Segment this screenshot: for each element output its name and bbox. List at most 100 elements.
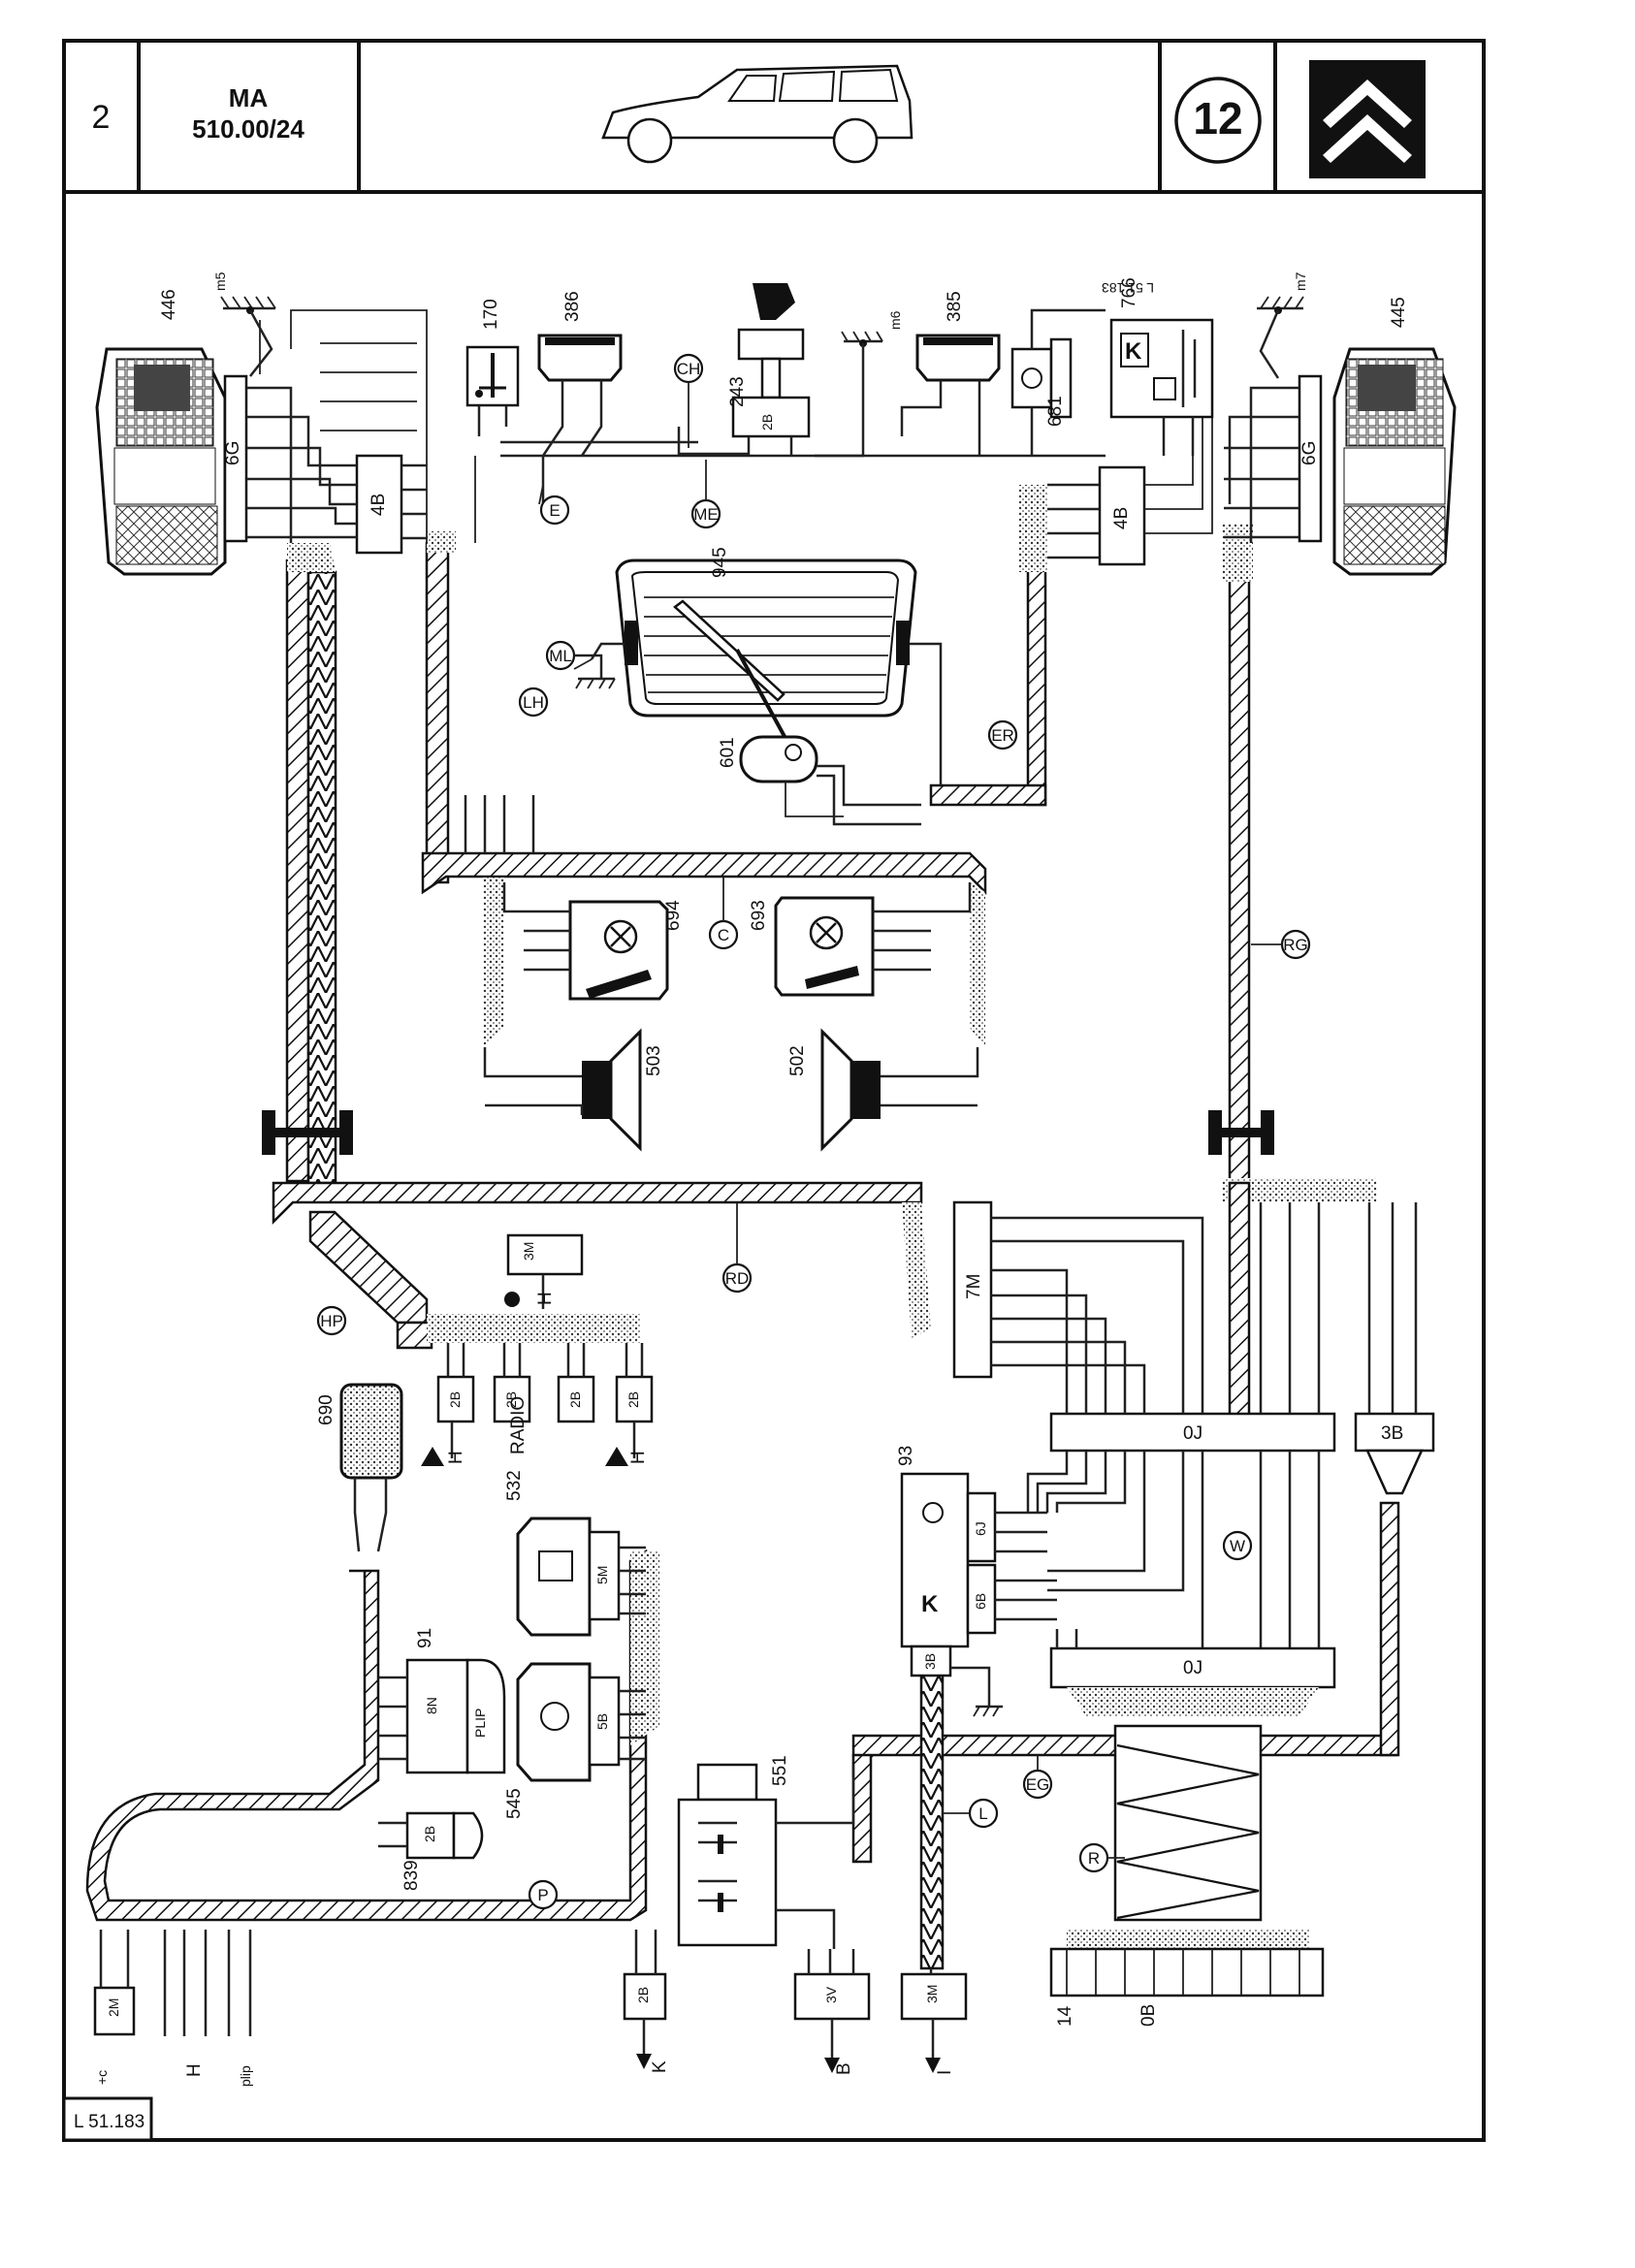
label-386: 386 — [562, 291, 583, 322]
arrow-h-left-label: H — [446, 1451, 466, 1464]
harness-label-rd: RD — [721, 1202, 753, 1294]
harness-label-p-text: P — [537, 1886, 548, 1904]
connector-6g-left-label: 6G — [223, 441, 243, 465]
connector-5b-label: 5B — [594, 1713, 610, 1730]
harness-label-w-text: W — [1230, 1537, 1245, 1555]
connector-2b-d-label: 2B — [625, 1391, 641, 1408]
bottom-connector-2b-k: 2B K — [623, 1930, 670, 2073]
arrow-b-label: B — [834, 2062, 854, 2075]
label-545: 545 — [504, 1788, 525, 1819]
drawing-ref-text: L 51.183 — [74, 2112, 144, 2132]
right-lamp-wires — [1047, 386, 1299, 559]
component-545: 5B — [516, 1662, 646, 1782]
relay-ref-label: L 51.183 — [1102, 280, 1154, 296]
label-693: 693 — [749, 900, 769, 931]
wiper-wires — [573, 642, 943, 785]
label-681: 681 — [1045, 396, 1066, 427]
top-trunk-wires — [474, 440, 1106, 543]
connector-3v-label: 3V — [823, 1986, 839, 2003]
svg-text:K: K — [921, 1591, 939, 1617]
connector-6b-label: 6B — [973, 1593, 988, 1610]
ground-m7-label: m7 — [1293, 272, 1308, 291]
harness-label-lh-text: LH — [523, 693, 544, 712]
component-532: 5M — [516, 1517, 646, 1637]
drawing-ref-box: L 51.183 — [62, 2096, 153, 2142]
left-lamp-wires — [246, 309, 428, 543]
label-551: 551 — [770, 1755, 790, 1786]
branch-wires-left-center — [464, 795, 535, 853]
section-number: 12 — [1193, 93, 1242, 144]
label-446: 446 — [159, 289, 179, 320]
page-frame — [62, 39, 1486, 2142]
label-170: 170 — [481, 299, 501, 330]
estate-car-icon — [601, 64, 914, 164]
ground-m5-icon — [220, 296, 276, 377]
loom-c — [421, 851, 987, 1047]
lamp-694 — [502, 882, 669, 1001]
harness-label-r: R — [1078, 1842, 1125, 1873]
loom-r-coil — [1067, 1724, 1309, 1949]
component-91-plip: 8N PLIP — [378, 1658, 506, 1774]
rear-lamp-right — [1332, 347, 1457, 576]
model-code: MA — [229, 83, 269, 112]
connector-4b-right-label: 4B — [1111, 507, 1132, 529]
harness-label-me: ME — [690, 460, 721, 529]
ground-module-icon — [950, 1666, 1003, 1717]
label-243: 243 — [727, 376, 748, 407]
harness-label-eg: EG — [1022, 1755, 1053, 1800]
connector-0j-top: 0J — [1049, 1202, 1336, 1453]
connector-2b-b-label: 2B — [503, 1391, 519, 1408]
arrow-h-right-label: H — [628, 1451, 649, 1464]
connector-7m-label: 7M — [964, 1274, 984, 1299]
harness-label-c: C — [708, 877, 739, 950]
component-243-key-switch — [677, 283, 811, 456]
plip-wire-label: plip — [238, 2065, 253, 2087]
loom-right-lower — [1222, 1178, 1377, 1418]
ground-ml-icon — [574, 654, 616, 689]
label-694: 694 — [663, 900, 684, 931]
component-681 — [1010, 308, 1106, 456]
arrow-i-label: I — [935, 2070, 955, 2075]
svg-text:K: K — [1125, 338, 1142, 365]
connector-3m-label: 3M — [521, 1242, 536, 1261]
loom-l — [919, 1666, 945, 1970]
harness-label-lh: LH — [518, 687, 549, 718]
loom-rd — [272, 1181, 931, 1338]
speaker-503-icon — [483, 1028, 642, 1152]
harness-label-me-text: ME — [693, 505, 719, 524]
component-386 — [537, 334, 623, 504]
connector-4b-left-label: 4B — [369, 494, 389, 516]
double-chevron-logo-icon — [1309, 60, 1426, 178]
harness-label-e: E — [539, 495, 570, 526]
harness-label-ch-text: CH — [677, 360, 701, 378]
ground-m6-label: m6 — [887, 310, 903, 330]
loom-p — [85, 1549, 659, 1922]
harness-label-l-text: L — [978, 1805, 987, 1823]
label-503: 503 — [644, 1045, 664, 1076]
connector-3b-top: 3B — [1354, 1202, 1435, 1495]
main-loom-left — [262, 543, 353, 1185]
connector-4b-left: 4B — [355, 454, 403, 555]
section-badge: 12 — [1174, 77, 1262, 164]
connector-3b-top-label: 3B — [1381, 1423, 1403, 1444]
label-385: 385 — [945, 291, 965, 322]
bottom-connector-3m: 3M I — [900, 1968, 968, 2075]
harness-label-p: P — [528, 1879, 559, 1910]
connector-2b-243-label: 2B — [759, 414, 775, 431]
plip-box-label: PLIP — [472, 1709, 488, 1738]
connector-2b-c-label: 2B — [567, 1391, 583, 1408]
harness-label-hp-text: HP — [320, 1312, 343, 1330]
connector-0b-label: 0B — [1138, 2004, 1159, 2027]
harness-label-ml-text: ML — [549, 647, 572, 665]
connector-0j-bottom-label: 0J — [1183, 1658, 1202, 1678]
connector-2b-839-label: 2B — [422, 1826, 437, 1842]
harness-label-ml: ML — [545, 640, 576, 671]
component-690 — [339, 1383, 403, 1552]
harness-label-rg: RG — [1251, 929, 1311, 960]
harness-label-e-text: E — [549, 501, 560, 520]
connector-6j-label: 6J — [973, 1521, 988, 1536]
connector-6g-left: 6G — [223, 374, 248, 543]
radio-band — [427, 1314, 640, 1343]
speaker-502-icon — [820, 1028, 979, 1152]
